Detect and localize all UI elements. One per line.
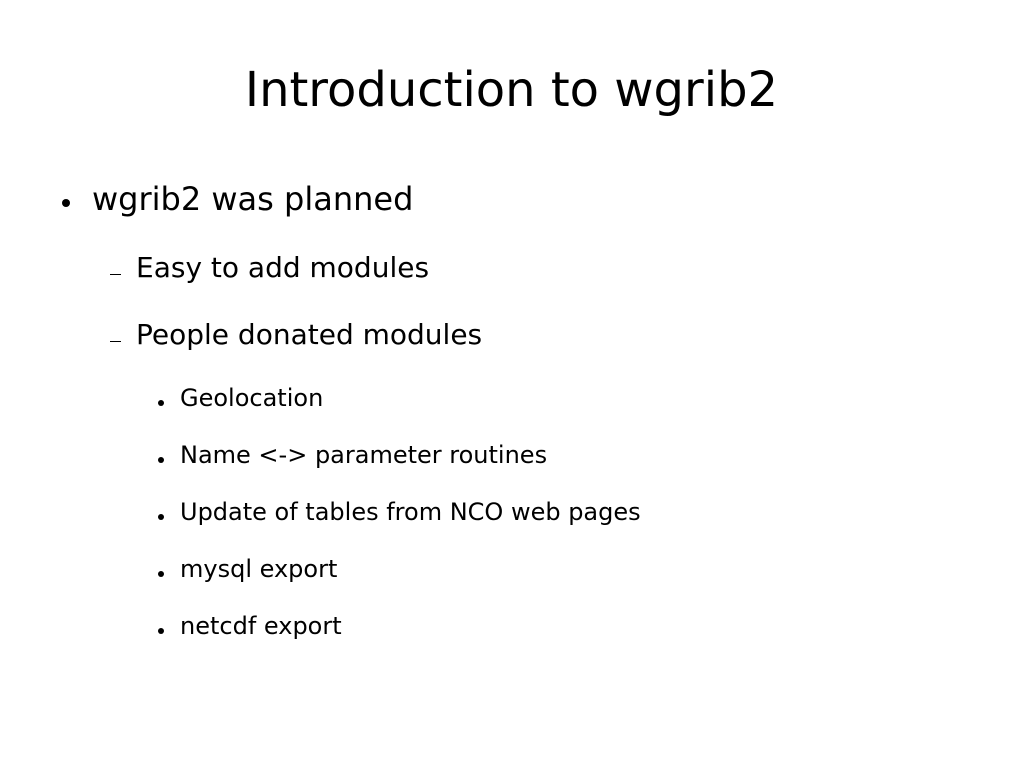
bullet-dot-icon	[158, 457, 164, 463]
bullet-text-easy-to-add: Easy to add modules	[136, 251, 430, 284]
bullet-text-netcdf-export: netcdf export	[180, 612, 342, 640]
bullet-text-wgrib2-planned: wgrib2 was planned	[92, 180, 414, 218]
bullet-dot-icon	[158, 514, 164, 520]
bullet-dash-icon	[110, 274, 121, 275]
bullet-dot-icon	[62, 199, 70, 207]
bullet-dash-icon	[110, 341, 121, 342]
bullet-text-update-tables: Update of tables from NCO web pages	[180, 498, 641, 526]
bullet-text-name-parameter: Name <-> parameter routines	[180, 441, 548, 469]
bullet-text-people-donated: People donated modules	[136, 318, 483, 351]
bullet-text-geolocation: Geolocation	[180, 384, 324, 412]
bullet-dot-icon	[158, 571, 164, 577]
bullet-text-mysql-export: mysql export	[180, 555, 338, 583]
bullet-dot-icon	[158, 400, 164, 406]
bullet-dot-icon	[158, 628, 164, 634]
slide-title: Introduction to wgrib2	[244, 62, 779, 118]
